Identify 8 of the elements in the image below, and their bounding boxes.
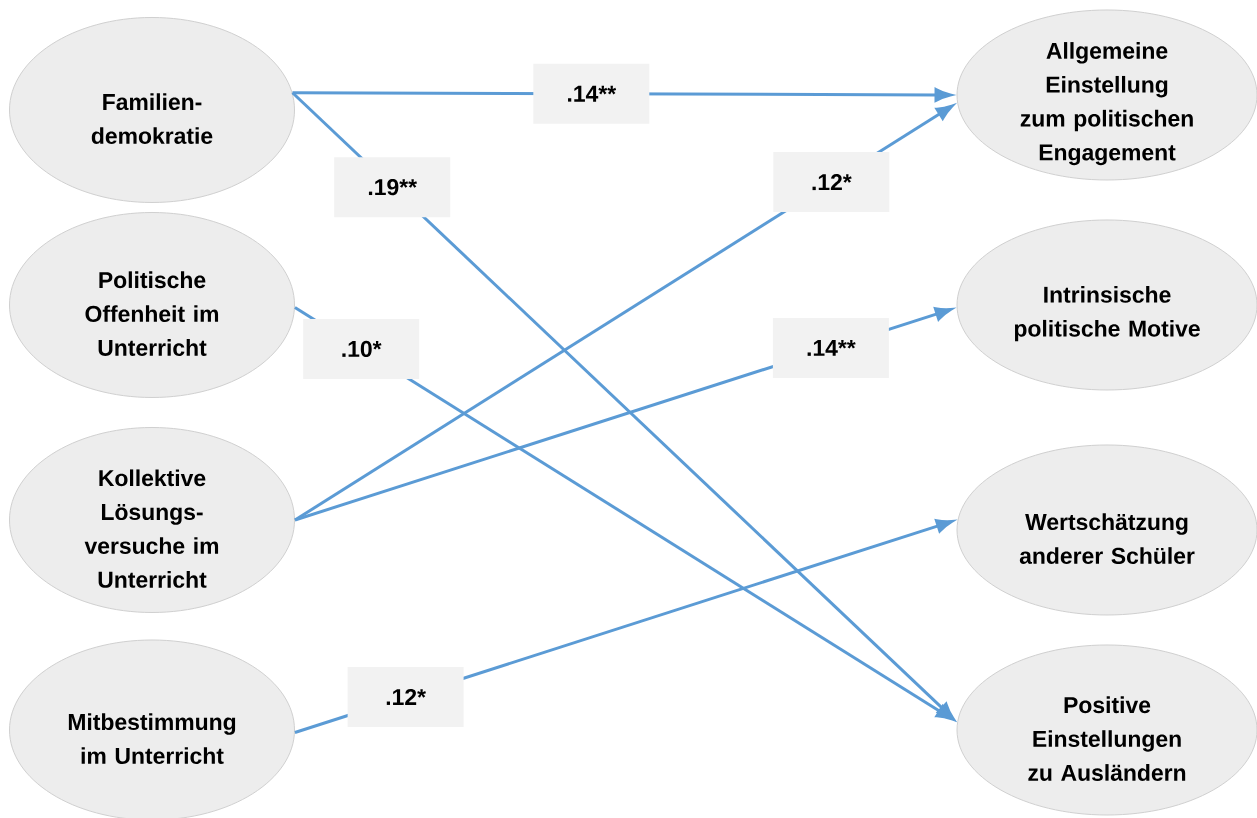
node-text: Positive Einstellungen zu Ausländern (1028, 696, 1186, 781)
node-text: Wertschätzung anderer Schüler (1019, 513, 1195, 564)
node-text: Familien- demokratie (91, 93, 213, 144)
node-text: Allgemeine Einstellung zum politischen Engagement (1020, 42, 1193, 166)
node-text: Mitbestimmung im Unterricht (68, 713, 236, 764)
node-text: Kollektive Lösungs- versuche im Unterricht (84, 469, 219, 588)
node-text: Intrinsische politische Motive (1014, 286, 1200, 342)
node-text: Politische Offenheit im Unterricht (85, 271, 219, 356)
